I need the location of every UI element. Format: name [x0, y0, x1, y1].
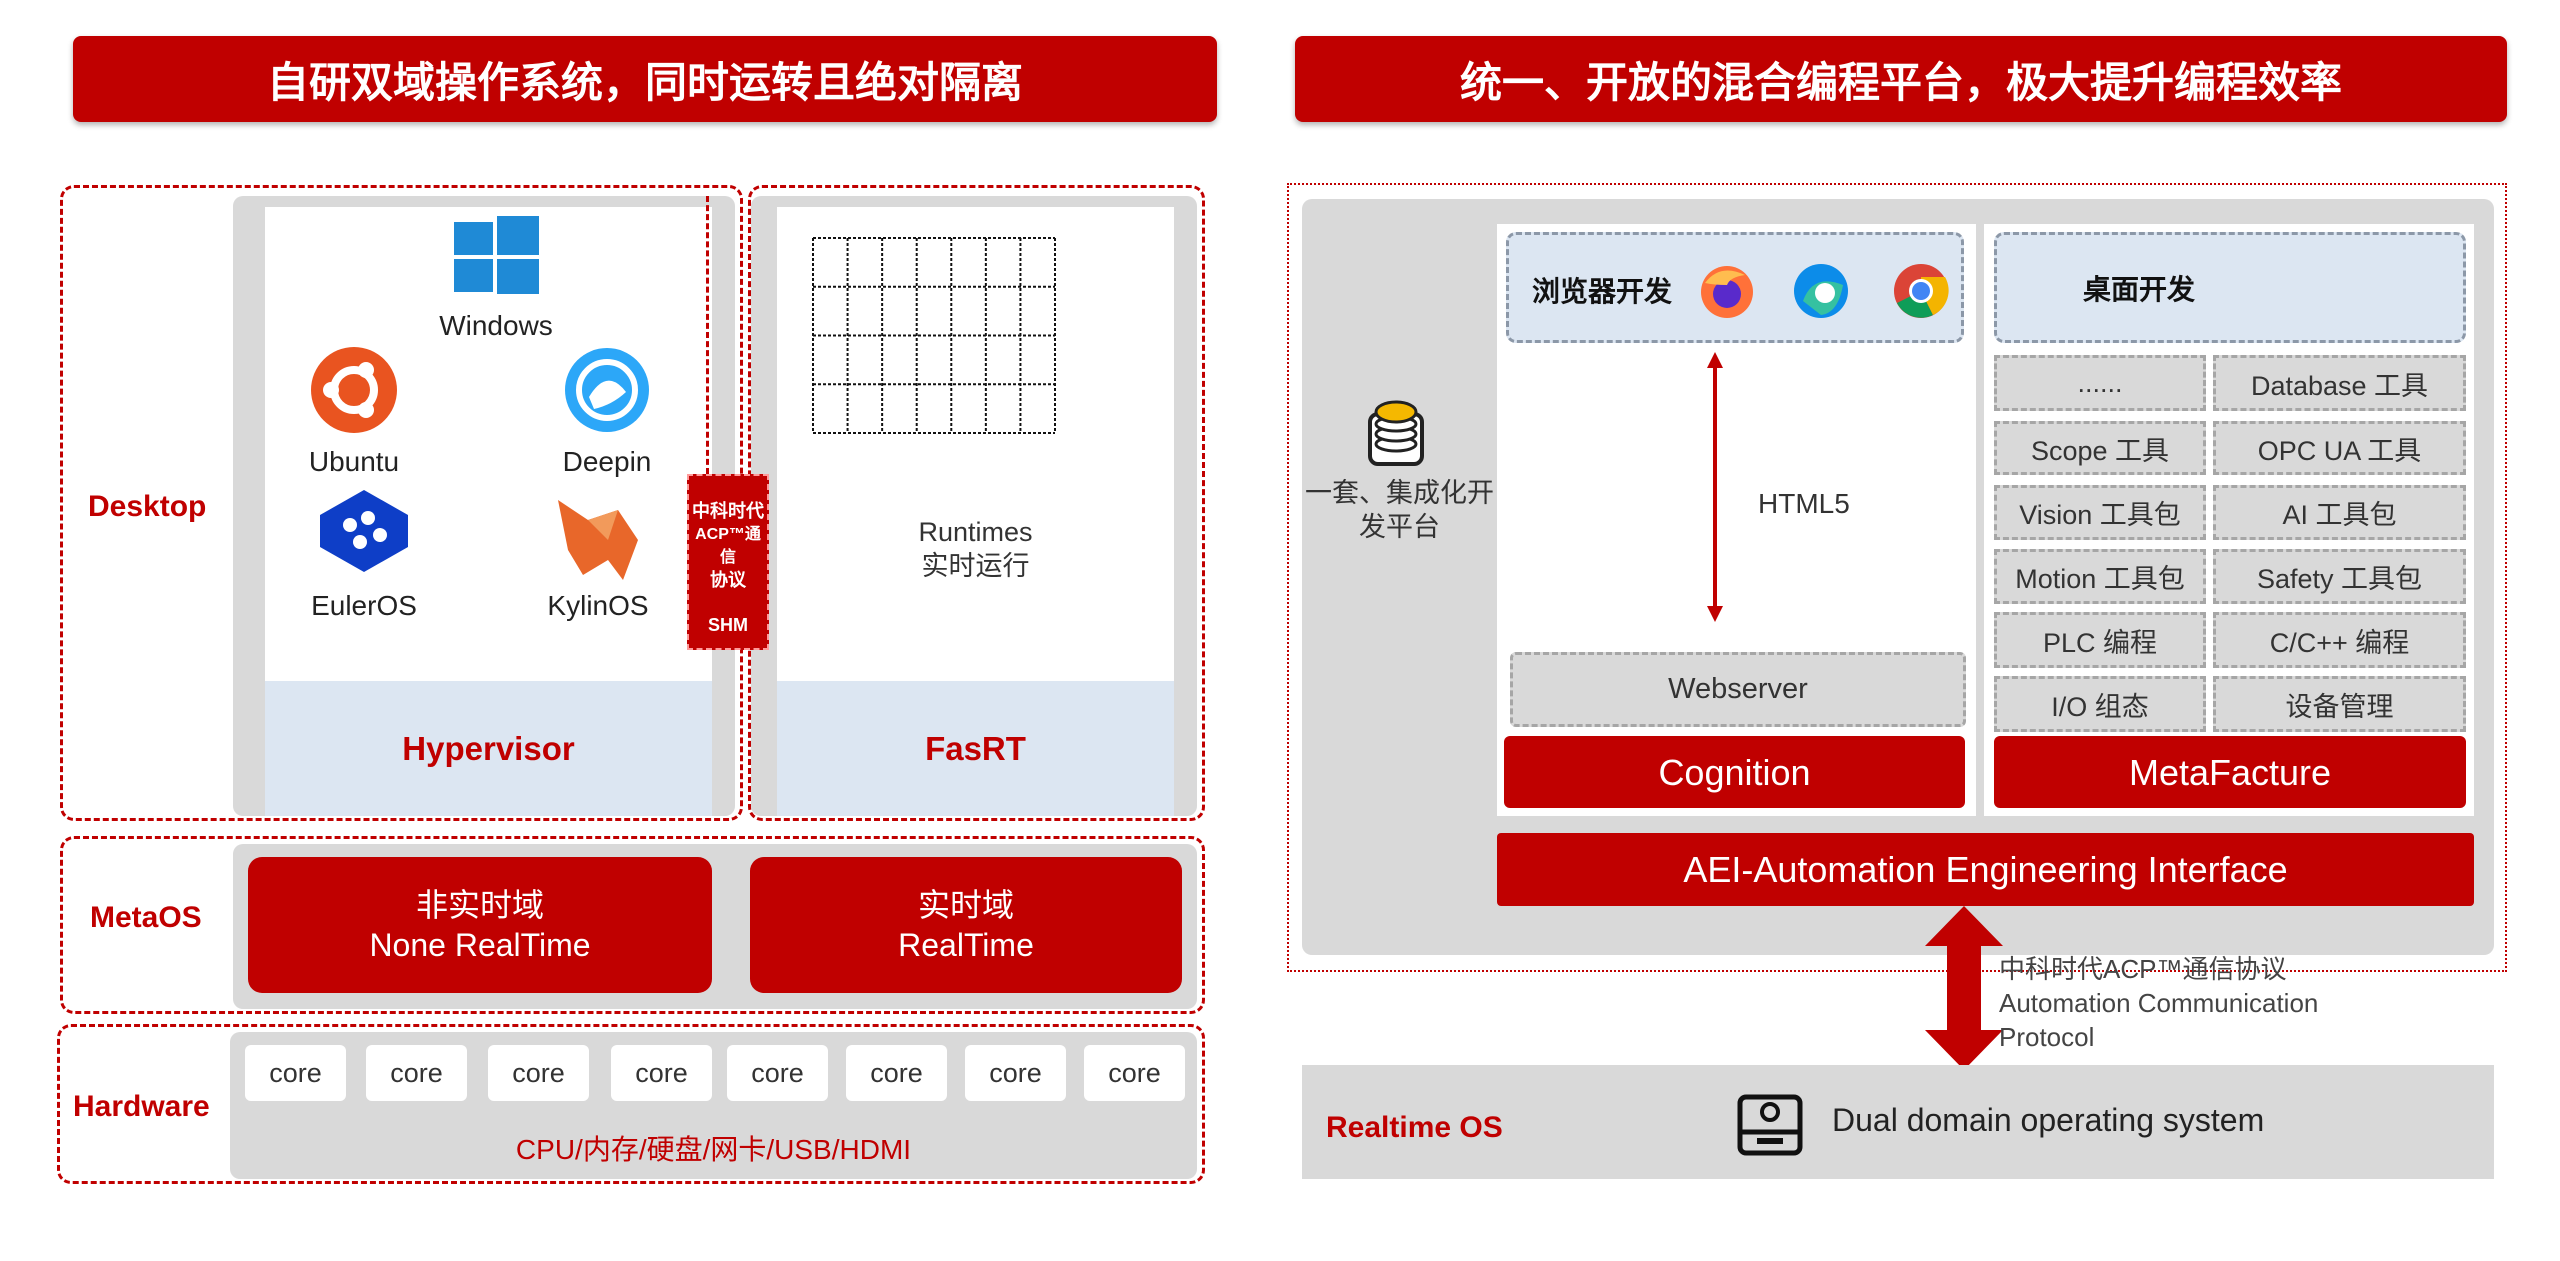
os-deepin: Deepin — [562, 446, 652, 477]
html5-double-arrow-icon — [1707, 352, 1723, 622]
tool-item: PLC 编程 — [1994, 612, 2206, 668]
core-box: core — [488, 1045, 589, 1101]
firefox-icon — [1701, 266, 1753, 318]
fasrt-label: FasRT — [777, 681, 1174, 816]
core-box: core — [846, 1045, 947, 1101]
non-realtime-domain: 非实时域 None RealTime — [248, 857, 712, 993]
acp-line1: 中科时代 — [692, 501, 764, 521]
database-icon — [1368, 400, 1424, 466]
realtime-os-label: Realtime OS — [1326, 1111, 1503, 1144]
tool-item: Scope 工具 — [1994, 421, 2206, 475]
webserver-box: Webserver — [1510, 652, 1966, 727]
acp-protocol-line3: Protocol — [1999, 1022, 2095, 1052]
hypervisor-label: Hypervisor — [265, 681, 712, 816]
aei-block: AEI-Automation Engineering Interface — [1497, 833, 2474, 906]
deepin-icon — [565, 348, 649, 432]
nrt-line1: 非实时域 — [415, 887, 544, 923]
core-box: core — [245, 1045, 346, 1101]
tool-item: AI 工具包 — [2213, 485, 2466, 540]
right-title: 统一、开放的混合编程平台，极大提升编程效率 — [1459, 58, 2342, 106]
hardware-region — [57, 1024, 1205, 1184]
ubuntu-icon — [311, 347, 397, 433]
right-title-banner: 统一、开放的混合编程平台，极大提升编程效率 — [1295, 36, 2507, 122]
runtimes-line1: Runtimes — [918, 517, 1033, 547]
desktop-dev-label: 桌面开发 — [2083, 274, 2196, 305]
tool-item: Motion 工具包 — [1994, 549, 2206, 604]
tool-item: Database 工具 — [2213, 355, 2466, 411]
euleros-icon — [320, 490, 408, 572]
runtimes-text: Runtimes 实时运行 — [777, 515, 1174, 583]
browser-dev-box — [1506, 232, 1964, 343]
realtime-domain: 实时域 RealTime — [750, 857, 1182, 993]
tool-item: ...... — [1994, 355, 2206, 411]
os-ubuntu: Ubuntu — [308, 446, 400, 477]
os-windows: Windows — [439, 310, 553, 341]
tool-item: C/C++ 编程 — [2213, 612, 2466, 668]
hardware-components: CPU/内存/硬盘/网卡/USB/HDMI — [515, 1134, 912, 1165]
runtime-grid-icon — [812, 237, 1056, 434]
runtimes-line2: 实时运行 — [921, 551, 1030, 581]
chrome-icon — [1894, 264, 1949, 318]
metaos-region — [60, 836, 1205, 1014]
os-kylinos: KylinOS — [547, 590, 649, 621]
core-box: core — [366, 1045, 467, 1101]
acp-protocol-line1: 中科时代ACP™通信协议 — [1999, 954, 2287, 984]
os-euleros: EulerOS — [311, 590, 417, 621]
desktop-dev-box — [1994, 232, 2466, 343]
core-box: core — [727, 1045, 828, 1101]
nrt-line2: None RealTime — [369, 927, 591, 963]
cognition-block: Cognition — [1504, 736, 1965, 808]
core-box: core — [1084, 1045, 1185, 1101]
tool-item: 设备管理 — [2213, 676, 2466, 732]
core-box: core — [965, 1045, 1066, 1101]
acp-protocol-text: 中科时代ACP™通信协议 Automation Communication Pr… — [1999, 952, 2318, 1054]
rt-line1: 实时域 — [917, 887, 1014, 923]
acp-protocol-line2: Automation Communication — [1999, 988, 2319, 1018]
tool-item: I/O 组态 — [1994, 676, 2206, 732]
platform-region — [1287, 183, 2507, 972]
kylinos-icon — [558, 500, 638, 580]
system-drive-icon — [1737, 1094, 1803, 1156]
dual-domain-label: Dual domain operating system — [1832, 1102, 2265, 1138]
tool-item: OPC UA 工具 — [2213, 421, 2466, 475]
acp-line2: ACP™通信 — [695, 526, 761, 566]
platform-text: 一套、集成化开发平台 — [1302, 476, 1497, 544]
tool-item: Safety 工具包 — [2213, 549, 2466, 604]
realtime-os-bar — [1302, 1065, 2494, 1179]
windows-icon — [454, 216, 539, 294]
desktop-label: Desktop — [88, 490, 207, 523]
hardware-label: Hardware — [73, 1090, 210, 1123]
left-title-banner: 自研双域操作系统，同时运转且绝对隔离 — [73, 36, 1217, 122]
acp-double-arrow-icon — [1925, 906, 2003, 1070]
platform-line1: 一套、集成化开 — [1305, 478, 1494, 508]
metafacture-block: MetaFacture — [1994, 736, 2466, 808]
core-box: core — [611, 1045, 712, 1101]
tool-item: Vision 工具包 — [1994, 485, 2206, 540]
rt-line2: RealTime — [898, 927, 1034, 963]
left-title: 自研双域操作系统，同时运转且绝对隔离 — [266, 58, 1023, 106]
metaos-label: MetaOS — [90, 901, 202, 934]
edge-icon — [1794, 264, 1848, 318]
acp-shm: SHM — [708, 615, 748, 635]
acp-line3: 协议 — [710, 570, 746, 590]
acp-connector-top — [706, 196, 709, 474]
acp-shm-box: 中科时代 ACP™通信 协议 SHM — [687, 474, 769, 650]
platform-line2: 发平台 — [1359, 512, 1440, 542]
browser-dev-label: 浏览器开发 — [1532, 276, 1673, 307]
html5-label: HTML5 — [1758, 488, 1850, 519]
